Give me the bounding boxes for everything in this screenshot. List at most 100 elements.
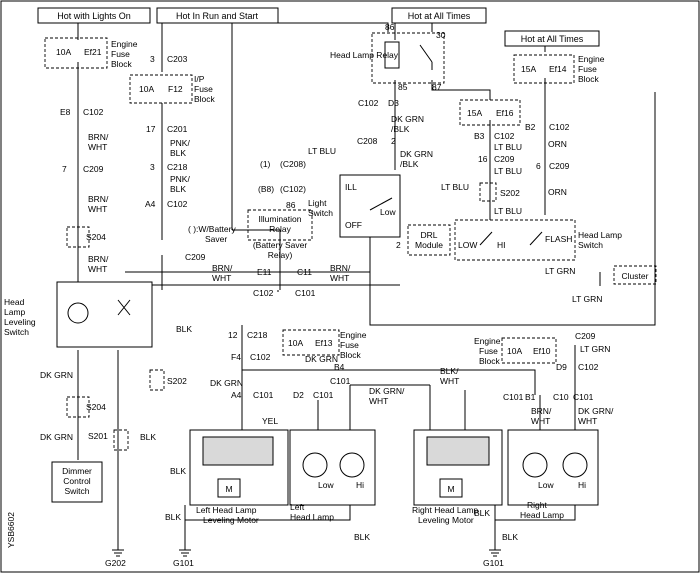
fuse-f12-box: [129, 74, 193, 104]
fuse-ef13-box: [282, 329, 340, 356]
conn-b8: (B8): [258, 184, 274, 194]
battery-saver-label-2: Relay): [268, 250, 293, 260]
conn-b3: B3: [474, 131, 485, 141]
conn-c102-b3: C102: [494, 131, 515, 141]
fuse-ef21-label-2: Fuse: [111, 49, 130, 59]
conn-c208-pin1: (1): [260, 159, 271, 169]
conn-c102-d3: C102: [358, 98, 379, 108]
conn-c101-c10: C101: [573, 392, 594, 402]
wire-c101-branches: [317, 384, 466, 430]
splice-s204-label-bottom: S204: [86, 402, 106, 412]
conn-c218-top: C218: [167, 162, 188, 172]
conn-b2: B2: [525, 122, 536, 132]
relay-pin-86: 86: [385, 22, 395, 32]
hls-hi: HI: [497, 240, 506, 250]
splice-s204-top: [66, 226, 90, 248]
hls-flash: FLASH: [545, 234, 572, 244]
left-motor-label-1: Left Head Lamp: [196, 505, 257, 515]
wire-label-dk-grn-1: DK GRN: [40, 370, 73, 380]
conn-c203: C203: [167, 54, 188, 64]
fuse-ef10-label-1: Engine: [474, 336, 501, 346]
wire-label-dk-grn-blk-2b: /BLK: [400, 159, 419, 169]
conn-c201-pin: 17: [146, 124, 156, 134]
fuse-ef10-id: Ef10: [533, 346, 551, 356]
fuse-ef14-label-3: Block: [578, 74, 600, 84]
illumination-relay-label-2: Relay: [269, 224, 291, 234]
conn-c208-mid: C208: [357, 136, 378, 146]
fuse-ef16-amp: 15A: [467, 108, 482, 118]
conn-c101-d2: C101: [313, 390, 334, 400]
light-switch-label-2: Switch: [308, 208, 333, 218]
conn-c209-pin6: 6: [536, 161, 541, 171]
fuse-ef16-id: Ef16: [496, 108, 514, 118]
wire-lt-grn-loop: [369, 92, 656, 326]
conn-c218-bottom: C218: [247, 330, 268, 340]
fuse-ef10-label-3: Block: [479, 356, 501, 366]
wire-label-lt-grn-3: LT GRN: [580, 344, 610, 354]
fuse-ef21-label-3: Block: [111, 59, 133, 69]
conn-c11: C11: [297, 267, 312, 277]
wire-label-brn-wht-6a: BRN/: [531, 406, 552, 416]
cluster-label: Cluster: [622, 271, 649, 281]
conn-c102-b2: C102: [549, 122, 570, 132]
wire-label-lt-grn-2: LT GRN: [572, 294, 602, 304]
conn-c208-paren: (C208): [280, 159, 306, 169]
fuse-ef13-label-3: Block: [340, 350, 362, 360]
fuse-ef13-amp: 10A: [288, 338, 303, 348]
wire-label-brn-wht-5b: WHT: [330, 273, 349, 283]
header-hot-all-times-1-text: Hot at All Times: [408, 11, 471, 21]
wire-relay-87: [431, 23, 491, 220]
conn-c101-a4: C101: [253, 390, 274, 400]
left-lamp-hi-bulb: [339, 452, 365, 478]
fuse-ef14-label-1: Engine: [578, 54, 605, 64]
header-hot-all-times-2-text: Hot at All Times: [521, 34, 584, 44]
fuse-ef16-box: [459, 99, 521, 126]
right-motor-m-box: [439, 478, 463, 498]
wire-label-blk-6: BLK: [502, 532, 518, 542]
dimmer-switch-box: [51, 461, 103, 503]
conn-e11: E11: [257, 267, 272, 277]
splice-s204-bottom: [66, 396, 90, 418]
conn-a4-top: A4: [145, 199, 156, 209]
fuse-ef21-label-1: Engine: [111, 39, 138, 49]
wire-label-brn-wht-4b: WHT: [212, 273, 231, 283]
conn-c102-a4-top: C102: [167, 199, 188, 209]
wire-label-pnk-blk-1b: BLK: [170, 148, 186, 158]
wire-label-blk-1: BLK: [140, 432, 156, 442]
wire-left-ground: [184, 505, 351, 550]
wire-label-blk-4: BLK: [165, 512, 181, 522]
conn-c218-pin3: 3: [150, 162, 155, 172]
relay-pin-30: 30: [436, 30, 446, 40]
wire-ef13-bus: [241, 325, 536, 430]
wire-label-brn-wht-4a: BRN/: [212, 263, 233, 273]
drl-module-label-1: DRL: [420, 230, 437, 240]
conn-d9: D9: [556, 362, 567, 372]
left-motor-m: M: [225, 484, 232, 494]
header-hot-lights-on: [37, 7, 151, 24]
header-hot-all-times-2: [504, 30, 600, 47]
wire-right-ground: [494, 505, 576, 550]
conn-c102-f4: C102: [250, 352, 271, 362]
splice-s202-left: [149, 369, 165, 391]
light-switch-pin-2: 2: [396, 240, 401, 250]
wire-label-lt-blu-3: LT BLU: [494, 166, 522, 176]
fuse-ef21-id: Ef21: [84, 47, 102, 57]
left-lamp-hi: Hi: [356, 480, 364, 490]
conn-d2: D2: [293, 390, 304, 400]
right-lamp-low-bulb: [522, 452, 548, 478]
illumination-relay-label-1: Illumination: [259, 214, 302, 224]
conn-f4: F4: [231, 352, 241, 362]
conn-c10: C10: [553, 392, 569, 402]
conn-c102-d9: C102: [578, 362, 599, 372]
ground-g101b-symbol: [489, 549, 501, 557]
light-switch-off: OFF: [345, 220, 362, 230]
conn-c209-ef14: C209: [549, 161, 570, 171]
wire-label-pnk-blk-2a: PNK/: [170, 174, 190, 184]
wire-label-dk-grn-4: DK GRN: [305, 354, 338, 364]
wire-label-dk-grn-2: DK GRN: [40, 432, 73, 442]
conn-c209-ef16: C209: [494, 154, 515, 164]
ground-g101a-label: G101: [173, 558, 194, 568]
